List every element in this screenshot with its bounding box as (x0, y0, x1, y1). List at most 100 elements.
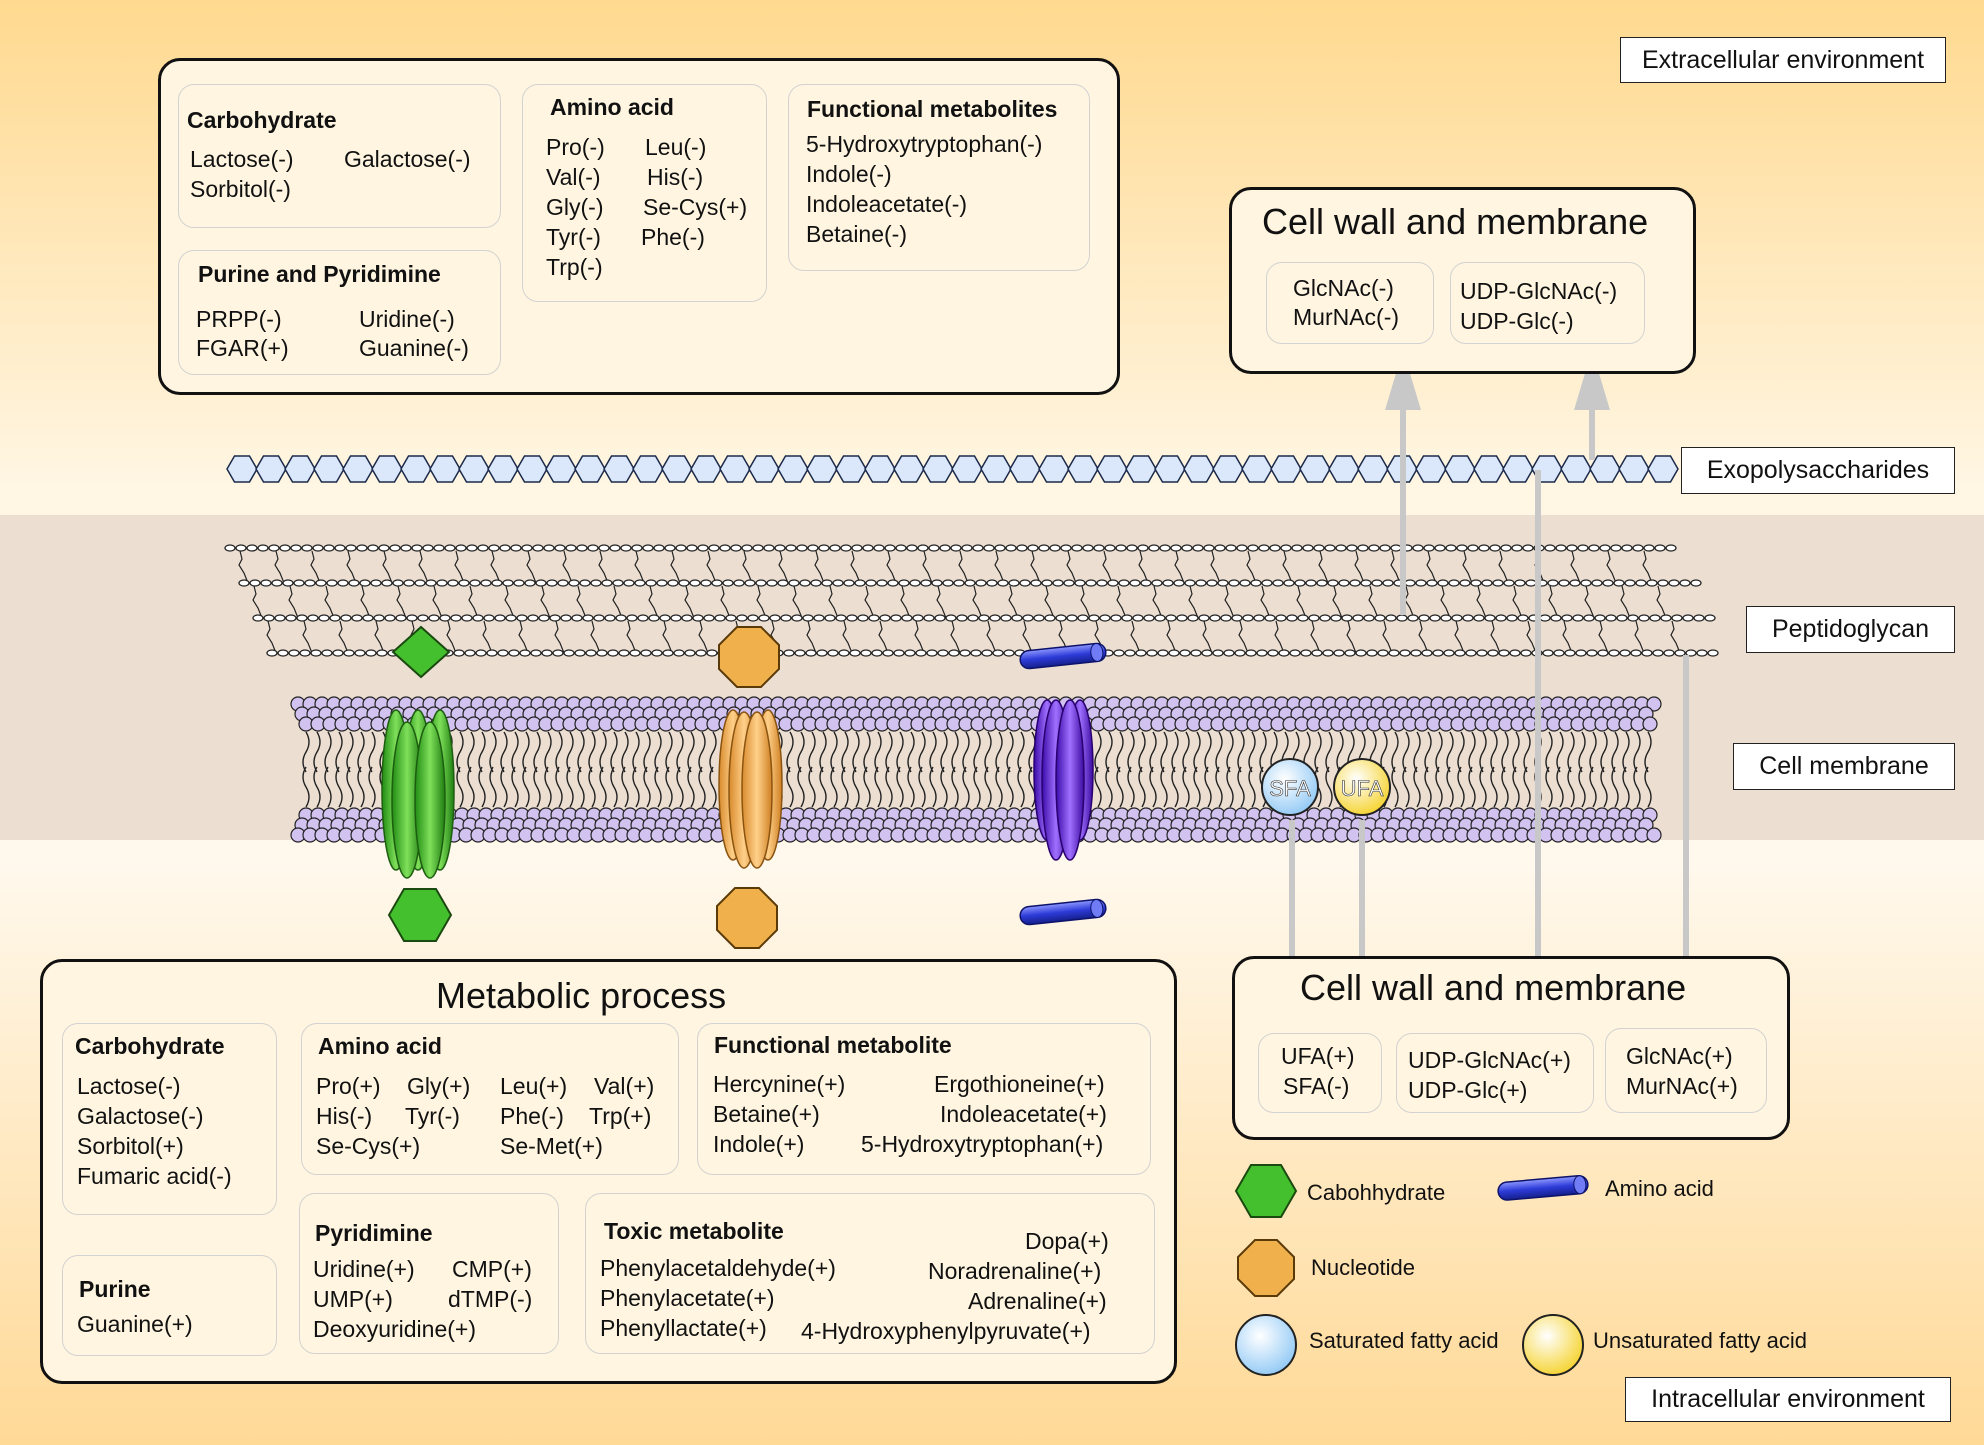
glycan-bead (268, 544, 280, 552)
lipid-tail (1248, 766, 1256, 808)
top-purine-item: Guanine(-) (359, 335, 469, 361)
lipid-tail (1512, 766, 1520, 808)
legend-nucleotide-label: Nucleotide (1311, 1255, 1415, 1280)
glycan-bead (312, 544, 324, 552)
lipid-tail (522, 766, 530, 808)
glycan-bead (1146, 649, 1158, 657)
lipid-tail (610, 731, 618, 773)
glycan-bead (389, 544, 401, 552)
peptide-crosslink (936, 585, 947, 619)
glycan-bead (1679, 579, 1691, 587)
lipid-tail (555, 766, 563, 808)
lipid-tail (907, 766, 915, 808)
glycan-bead (1360, 579, 1372, 587)
lipid-tail (588, 766, 596, 808)
top-aa-item: Leu(-) (645, 134, 707, 160)
purple-transporter (1033, 699, 1094, 861)
glycan-bead (1333, 649, 1345, 657)
cwt-item: MurNAc(-) (1293, 304, 1400, 330)
peptide-crosslink (302, 620, 313, 654)
lipid-tail (313, 766, 321, 808)
glycan-bead (928, 544, 940, 552)
peptide-crosslink (1152, 585, 1163, 619)
lipid-tail (368, 766, 376, 808)
glycan-bead (978, 614, 990, 622)
glycan-bead (464, 649, 476, 657)
lipid-tail (1402, 766, 1410, 808)
glycan-bead (970, 649, 982, 657)
lipid-tail (1446, 731, 1454, 773)
glycan-bead (400, 544, 412, 552)
peptide-crosslink (814, 550, 825, 584)
cell-wall-top-panel-1 (1266, 262, 1434, 344)
exopolysaccharide-unit (1444, 455, 1476, 483)
exopolysaccharide-unit (661, 455, 693, 483)
peptide-crosslink (396, 585, 407, 619)
lipid-tail (1226, 731, 1234, 773)
lipid-tail (929, 766, 937, 808)
glycan-bead (1283, 579, 1295, 587)
top-purine-item: FGAR(+) (196, 335, 289, 361)
legend-amino-acid-icon (1497, 1175, 1589, 1201)
glycan-bead (1613, 579, 1625, 587)
glycan-bead (1011, 614, 1023, 622)
glycan-bead (1459, 579, 1471, 587)
glycan-bead (794, 649, 806, 657)
lipid-tail (797, 731, 805, 773)
lipid-tail (346, 731, 354, 773)
glycan-bead (659, 614, 671, 622)
glycan-bead (260, 579, 272, 587)
glycan-bead (708, 544, 720, 552)
glycan-bead (904, 649, 916, 657)
glycan-bead (1157, 649, 1169, 657)
glycan-bead (1682, 614, 1694, 622)
glycan-bead (1500, 544, 1512, 552)
lipid-tail (621, 766, 629, 808)
glycan-bead (994, 544, 1006, 552)
peptide-crosslink (526, 550, 537, 584)
lipid-tail (830, 766, 838, 808)
peptide-crosslink (828, 585, 839, 619)
glycan-bead (417, 614, 429, 622)
glycan-bead (651, 649, 663, 657)
lipid-tail (1523, 731, 1531, 773)
peptide-crosslink (1116, 585, 1127, 619)
peptide-crosslink (698, 620, 709, 654)
glycan-bead (829, 544, 841, 552)
lipid-tail (863, 766, 871, 808)
peptidoglycan-layer (224, 544, 1719, 657)
glycan-bead (494, 614, 506, 622)
glycan-bead (1619, 649, 1631, 657)
exopolysaccharide-unit (1038, 455, 1070, 483)
top-amino-acid-title: Amino acid (550, 94, 674, 120)
lipid-tail (984, 731, 992, 773)
lipid-tail (1633, 731, 1641, 773)
glycan-bead (1324, 544, 1336, 552)
peptide-crosslink (1634, 620, 1645, 654)
lipid-tail (467, 731, 475, 773)
glycan-bead (1074, 579, 1086, 587)
glycan-bead (1621, 544, 1633, 552)
glycan-bead (458, 579, 470, 587)
lipid-tail (1127, 731, 1135, 773)
lipid-tail (995, 731, 1003, 773)
peptide-crosslink (1224, 585, 1235, 619)
glycan-bead (1275, 614, 1287, 622)
glycan-bead (906, 544, 918, 552)
glycan-bead (986, 579, 998, 587)
lipid-tail (533, 731, 541, 773)
glycan-bead (1520, 649, 1532, 657)
glycan-bead (689, 579, 701, 587)
glycan-bead (304, 579, 316, 587)
glycan-bead (1591, 579, 1603, 587)
glycan-bead (882, 649, 894, 657)
glycan-bead (1294, 579, 1306, 587)
glycan-bead (1162, 579, 1174, 587)
glycan-bead (1663, 649, 1675, 657)
glycan-bead (612, 579, 624, 587)
glycan-bead (1203, 544, 1215, 552)
glycan-bead (686, 544, 698, 552)
glycan-bead (598, 544, 610, 552)
exopolysaccharide-unit (1270, 455, 1302, 483)
lipid-tail (544, 766, 552, 808)
